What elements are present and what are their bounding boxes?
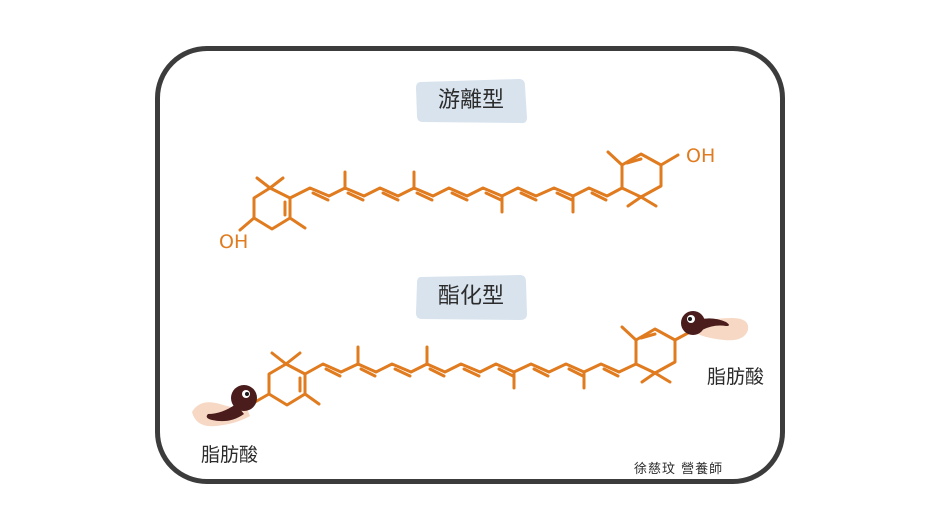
fatty-acid-left-icon xyxy=(192,385,257,427)
title-tag-bg xyxy=(416,79,527,124)
ring-methyl xyxy=(303,392,321,406)
free-form-title-tag: 游離型 xyxy=(415,78,527,124)
right-ring xyxy=(620,152,663,199)
right-gem-methyl-2 xyxy=(653,371,672,384)
oh-bond xyxy=(238,216,256,232)
right-gem-methyl-1 xyxy=(640,371,657,384)
gem-methyl-2 xyxy=(284,351,302,366)
ester-form-title: 酯化型 xyxy=(437,284,504,309)
chain-double-bonds xyxy=(324,367,620,378)
ester-form-title-tag: 酯化型 xyxy=(415,274,527,320)
free-form-molecule xyxy=(238,150,680,232)
author-credit: 徐慈玟 營養師 xyxy=(634,462,724,477)
ester-bond-right xyxy=(673,331,690,342)
hydroxyl-label-left: OH xyxy=(219,231,249,253)
ring-methyl xyxy=(288,216,307,230)
polyene-chain xyxy=(288,186,624,200)
right-gem-methyl-1 xyxy=(626,195,643,208)
gem-methyl-1 xyxy=(270,351,288,366)
right-gem-methyl-2 xyxy=(639,195,658,208)
right-ring xyxy=(634,327,677,375)
right-ring-double-bond xyxy=(639,332,657,340)
chain-double-bonds xyxy=(311,191,608,202)
gem-methyl-1 xyxy=(255,176,272,190)
fatty-acid-right-icon xyxy=(681,311,749,341)
right-ring-methyl xyxy=(606,150,624,167)
title-tag-bg xyxy=(416,275,527,320)
polyene-chain xyxy=(303,362,638,376)
hydroxyl-label-right: OH xyxy=(686,145,716,167)
gem-methyl-2 xyxy=(268,176,285,190)
fatty-acid-label-left: 脂肪酸 xyxy=(201,444,259,466)
right-ring-methyl xyxy=(620,325,638,342)
right-oh-bond xyxy=(659,153,680,167)
right-ring-double-bond xyxy=(625,157,643,165)
ester-form-molecule xyxy=(253,325,690,407)
fatty-acid-label-right: 脂肪酸 xyxy=(707,366,765,388)
free-form-title: 游離型 xyxy=(437,88,504,113)
ester-bond-left xyxy=(253,392,271,404)
diagram-frame xyxy=(155,46,785,484)
